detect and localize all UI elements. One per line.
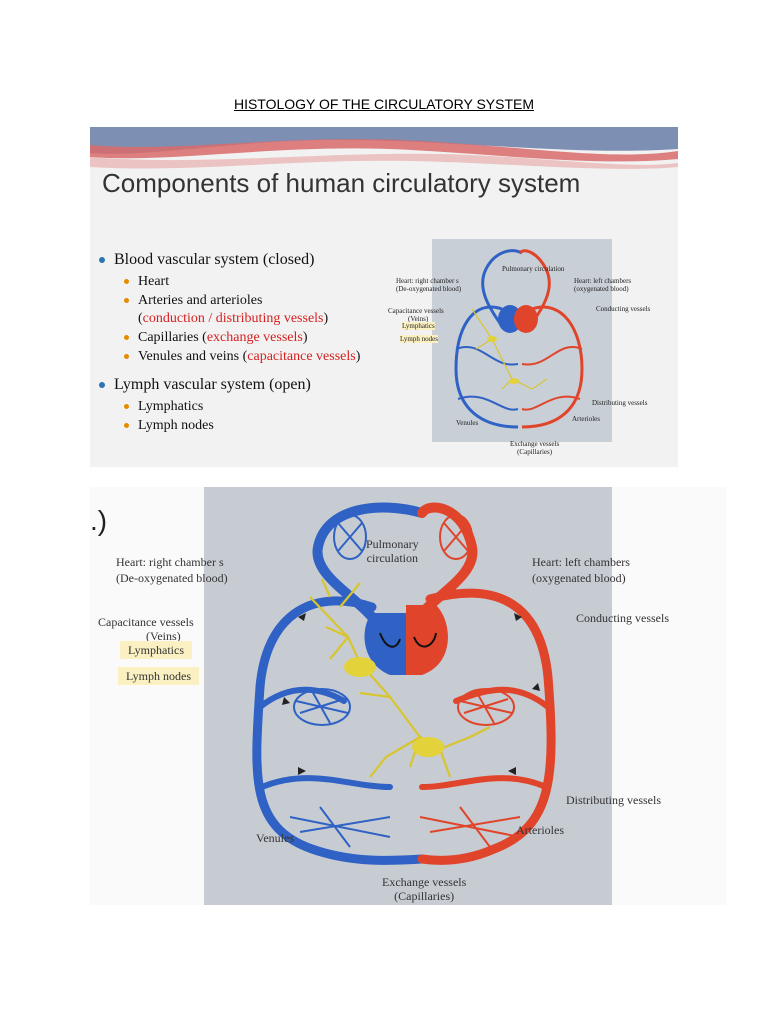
bullet-lymph-nodes: Lymph nodes (96, 416, 416, 435)
label-capacitance: Capacitance vessels (98, 615, 194, 629)
label-distributing: Distributing vessels (566, 793, 661, 807)
bullet-blood-vascular-system: Blood vascular system (closed) (96, 249, 416, 270)
mini-label-arterioles: Arterioles (572, 415, 600, 423)
mini-label-left-heart: Heart: left chambers (574, 277, 632, 285)
mini-label-right-heart: Heart: right chamber s (396, 277, 459, 285)
mini-label-veins: (Veins) (408, 315, 429, 323)
mini-label-distributing: Distributing vessels (592, 399, 648, 407)
label-left-heart: Heart: left chambers (532, 555, 630, 569)
slide-banner (90, 127, 678, 177)
mini-label-conducting: Conducting vessels (596, 305, 651, 313)
bullet-arteries: Arteries and arterioles (96, 291, 416, 310)
note-arteries: (conduction / distributing vessels) (96, 310, 416, 328)
label-left-heart-sub: (oxygenated blood) (532, 571, 626, 585)
note-capillaries-text: exchange vessels (206, 330, 303, 345)
label-exchange: Exchange vessels (382, 875, 467, 889)
bullet-heart: Heart (96, 272, 416, 291)
label-lymph-nodes: Lymph nodes (118, 667, 199, 685)
mini-label-left-heart-sub: (oxygenated blood) (574, 285, 629, 293)
label-capillaries: (Capillaries) (394, 889, 455, 903)
venules-text: Venules and veins (138, 349, 240, 364)
slide-bullet-list: Blood vascular system (closed) Heart Art… (96, 249, 416, 435)
bullet-capillaries: Capillaries (exchange vessels) (96, 328, 416, 347)
label-arterioles: Arterioles (516, 823, 564, 837)
mini-label-pulmonary: Pulmonary circulation (502, 265, 565, 273)
capillaries-text: Capillaries (138, 330, 199, 345)
label-veins: (Veins) (146, 629, 181, 643)
mini-circulation-graphic (454, 249, 584, 429)
label-conducting: Conducting vessels (576, 611, 669, 625)
document-title: HISTOLOGY OF THE CIRCULATORY SYSTEM (233, 96, 535, 112)
label-right-heart-sub: (De-oxygenated blood) (116, 571, 228, 585)
figure-marker: .) (90, 505, 108, 536)
label-lymphatics: Lymphatics (120, 641, 192, 659)
mini-label-lymph-nodes: Lymph nodes (400, 335, 438, 343)
paren-open: ( (202, 330, 207, 345)
paren-open: ( (242, 349, 248, 364)
label-pulmonary-1: Pulmonary (366, 537, 419, 551)
slide-image: Components of human circulatory system B… (90, 127, 678, 467)
bullet-lymph-vascular-system: Lymph vascular system (open) (96, 374, 416, 395)
mini-label-capacitance: Capacitance vessels (388, 307, 444, 315)
paren-close: ) (302, 330, 308, 345)
slide-heading: Components of human circulatory system (102, 168, 581, 198)
label-venules: Venules (256, 831, 294, 845)
bullet-venules: Venules and veins (capacitance vessels) (96, 347, 416, 366)
mini-label-right-heart-sub: (De-oxygenated blood) (396, 285, 462, 293)
paren-close: ) (355, 349, 361, 364)
mini-label-lymphatics: Lymphatics (402, 322, 435, 330)
label-right-heart: Heart: right chamber s (116, 555, 224, 569)
circulation-graphic (252, 502, 556, 865)
mini-label-exchange: Exchange vessels (510, 440, 560, 448)
note-venules-text: capacitance vessels (247, 349, 356, 364)
note-arteries-text: conduction / distributing vessels (142, 311, 324, 326)
mini-circulation-diagram: Pulmonary circulation (432, 239, 612, 442)
mini-caption: Exchange vessels(Capillaries) (510, 440, 559, 456)
label-exchange-block: Exchange vessels(Capillaries) (382, 875, 466, 903)
bullet-lymphatics: Lymphatics (96, 397, 416, 416)
paren-close: ) (323, 311, 329, 326)
paren-open: ( (138, 311, 143, 326)
mini-label-capillaries: (Capillaries) (517, 448, 553, 456)
label-pulmonary-2: circulation (366, 551, 418, 565)
mini-label-venules: Venules (456, 419, 479, 427)
circulation-diagram: .) (90, 487, 726, 905)
